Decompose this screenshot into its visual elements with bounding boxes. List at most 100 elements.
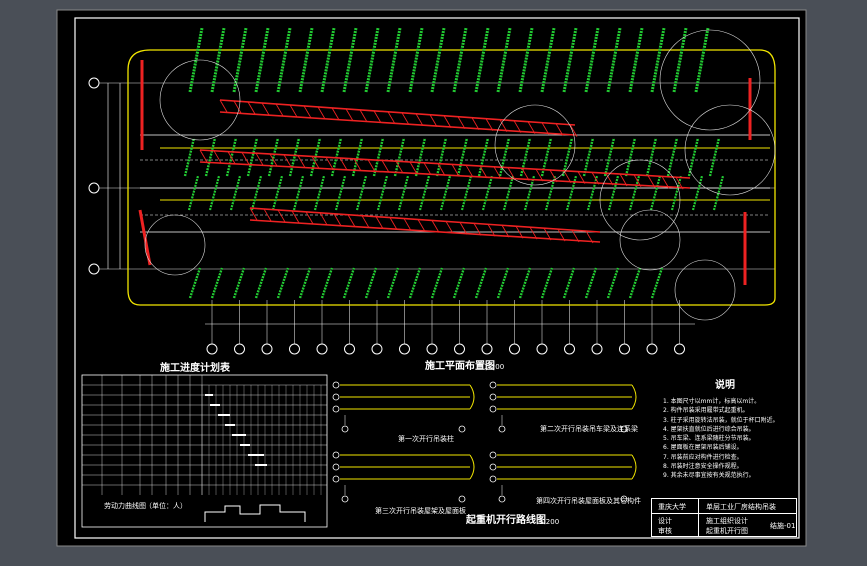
truss-web	[605, 172, 614, 186]
route-plan-2-bubble	[498, 425, 506, 433]
truss-web	[569, 124, 578, 137]
column-bottom	[386, 267, 400, 299]
truss-web	[443, 115, 452, 129]
crane-swing-circle	[159, 59, 241, 141]
column-top	[628, 27, 644, 93]
column-middle	[267, 137, 280, 177]
truss-web	[283, 154, 292, 168]
route-plan-4-bubble	[489, 475, 497, 483]
note-line: 1. 本图尺寸以mm计，标高以m计。	[663, 398, 761, 405]
truss-web	[675, 176, 684, 190]
labor-curve-title: 劳动力曲线图	[104, 502, 146, 510]
route-plan-3-bubble	[332, 463, 340, 471]
column-middle	[687, 137, 700, 177]
truss-web	[233, 100, 242, 114]
title-block-checker-label: 审核	[658, 527, 672, 535]
truss-web	[543, 227, 552, 241]
route-plan-1-bubble	[332, 393, 340, 401]
column-top	[540, 27, 556, 93]
column-middle	[288, 137, 301, 177]
truss-web	[249, 207, 258, 221]
crane-route-outer	[127, 49, 776, 306]
truss-web	[647, 175, 656, 188]
route-plan-3-bubble	[332, 475, 340, 483]
route-plan-2-bubble	[489, 393, 497, 401]
axis-bubble-col	[509, 343, 520, 355]
truss-web	[213, 150, 222, 164]
crane-swing-circle	[494, 104, 576, 186]
column-bottom	[606, 267, 620, 299]
route-plan-2-turn	[631, 384, 637, 410]
axis-bubble-col	[426, 343, 438, 355]
route-plan-3-turn	[469, 454, 475, 480]
route-plan-4-bubble	[489, 451, 497, 459]
column-middle	[183, 137, 196, 177]
column-bottom	[650, 267, 664, 299]
truss-web	[199, 149, 208, 163]
truss-web	[437, 163, 446, 176]
truss-web	[457, 116, 466, 129]
plan-title: 施工平面布置图	[425, 361, 495, 372]
axis-bubble-col	[234, 343, 245, 355]
truss-web	[319, 212, 328, 226]
labor-unit: （单位：人）	[145, 502, 187, 510]
crane-swing-circle	[684, 104, 776, 196]
truss-web	[277, 209, 286, 223]
truss-web	[333, 213, 342, 226]
column-top	[408, 27, 424, 93]
column-top	[518, 27, 534, 93]
truss-web	[417, 219, 426, 232]
column-bottom	[320, 267, 334, 299]
truss-web	[227, 151, 236, 164]
route-plan-3-bubble	[458, 495, 466, 503]
axis-bubble-col	[481, 343, 493, 355]
truss-web	[241, 152, 250, 165]
truss-web	[367, 159, 376, 172]
truss-web	[535, 168, 544, 182]
truss-web	[521, 168, 530, 181]
axis-bubble-col	[564, 343, 575, 355]
route-label-2: 第二次开行吊装吊车梁及连系梁	[540, 425, 638, 433]
plan-scale: 1:200	[484, 363, 505, 371]
axis-bubble-col	[371, 343, 383, 355]
column-top	[672, 27, 688, 93]
truss-web	[317, 106, 326, 120]
notes-title: 说明	[715, 380, 735, 391]
axis-bubble-col	[344, 343, 355, 355]
truss-web	[493, 166, 502, 180]
column-top	[650, 27, 666, 93]
truss-web	[401, 112, 410, 126]
column-bottom	[430, 267, 444, 299]
column-top	[232, 27, 248, 93]
truss-web	[501, 225, 510, 238]
note-line: 3. 柱子采用旋转法吊装，就位于杯口附近。	[663, 416, 779, 424]
column-middle	[498, 137, 511, 177]
truss-web	[633, 174, 642, 188]
axis-bubble-col	[261, 343, 273, 355]
schedule-table	[81, 374, 328, 528]
truss-web	[431, 220, 440, 233]
truss-web	[275, 103, 284, 117]
note-line: 8. 吊装时注意安全操作规程。	[663, 463, 743, 471]
truss-web	[549, 169, 558, 183]
truss-web	[263, 208, 272, 222]
axis-bubble-col	[454, 343, 465, 355]
title-block-checker-value: 起重机开行图	[706, 527, 748, 535]
axis-bubble-col	[536, 343, 548, 355]
truss-web	[513, 120, 522, 133]
route-plan-1-bubble	[458, 425, 466, 433]
truss-chord	[249, 207, 601, 233]
column-bottom	[342, 267, 356, 299]
column-bottom	[496, 267, 510, 299]
truss-web	[303, 105, 312, 119]
truss-web	[409, 161, 418, 175]
column-bottom	[364, 267, 378, 299]
column-top	[694, 27, 710, 93]
column-top	[430, 27, 446, 93]
truss-web	[563, 170, 572, 184]
column-top	[496, 27, 512, 93]
truss-web	[353, 158, 362, 172]
column-top	[276, 27, 292, 93]
truss-web	[331, 107, 340, 121]
